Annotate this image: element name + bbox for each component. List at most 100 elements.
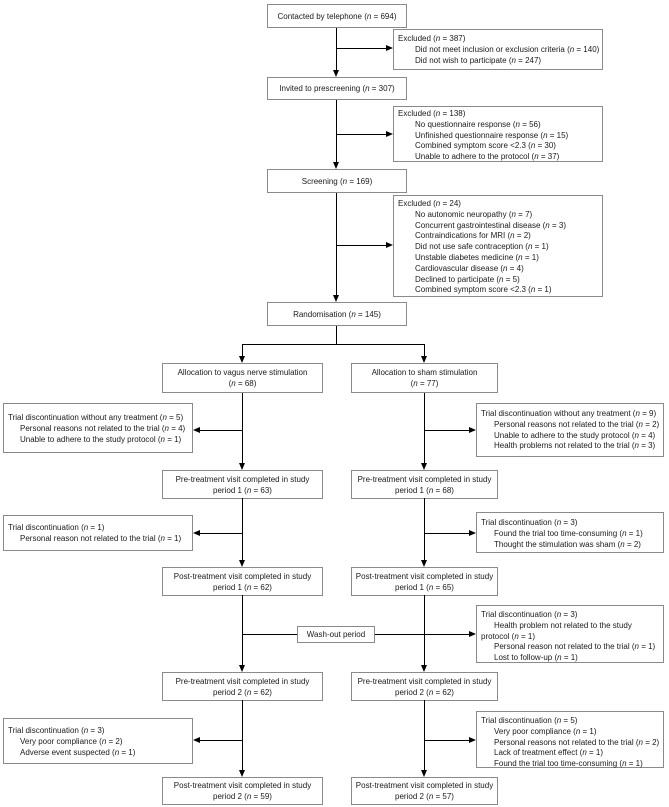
box-discontinuation-sham-3: Trial discontinuation (n = 5)Very poor c… [476,711,664,768]
box-washout: Wash-out period [297,626,375,643]
box-item: Personal reason not related to the trial… [494,642,656,652]
box-item: Found the trial too time-consuming (n = … [494,759,643,769]
arrowhead-down-post2-sham [421,770,427,777]
box-item: Found the trial too time-consuming (n = … [494,528,643,538]
connector-vns-4 [242,700,243,770]
arrowhead-down-pre2-vns [239,665,245,672]
box-item: Very poor compliance (n = 2) [20,736,123,746]
box-item: Personal reasons not related to the tria… [494,419,660,429]
arrowhead-down-allocation-vns [239,356,245,363]
box-excluded-1: Excluded (n = 387)Did not meet inclusion… [393,29,603,70]
connector-washout-left [242,634,297,635]
box-item: Health problem not related to the study … [481,620,632,641]
connector-disc-sham-2 [424,533,469,534]
connector-disc-sham-1 [424,430,469,431]
box-text-line: Randomisation (n = 145) [293,309,381,319]
box-text-line: Post-treatment visit completed in study [355,781,494,790]
box-title: Trial discontinuation (n = 1) [8,523,105,532]
box-item: Unable to adhere to the study protocol (… [494,430,656,440]
box-text-line: Post-treatment visit completed in study [173,781,312,790]
box-text-line: period 2 (n = 62) [395,687,454,697]
box-item: No autonomic neuropathy (n = 7) [415,209,533,219]
connector-sham-4 [424,700,425,770]
arrowhead-left-disc-vns-2 [193,530,200,536]
box-item: No questionnaire response (n = 56) [415,119,541,129]
box-text-line: Pre-treatment visit completed in study [357,676,492,686]
arrowhead-down-invited [333,70,339,77]
box-text-line: period 1 (n = 68) [395,485,454,495]
box-item: Lost to follow-up (n = 1) [494,653,578,663]
connector-sham-3 [424,595,425,665]
connector-disc-sham-3 [424,740,469,741]
box-item: Declined to participate (n = 5) [415,274,520,284]
box-text-line: period 1 (n = 65) [395,582,454,592]
box-item: Did not meet inclusion or exclusion crit… [415,44,600,54]
box-excluded-3: Excluded (n = 24)No autonomic neuropathy… [393,195,603,297]
connector-branch-right-stub [424,344,425,356]
box-item: Health problems not related to the trial… [494,441,656,451]
box-item: Personal reasons not related to the tria… [494,737,660,747]
box-item: Personal reason not related to the trial… [20,533,182,543]
box-item: Unable to adhere to the study protocol (… [20,434,182,444]
connector-branch-left-stub [242,344,243,356]
arrowhead-right-excluded-1 [386,45,393,51]
box-item: Unstable diabetes medicine (n = 1) [415,252,539,262]
box-allocation-sham: Allocation to sham stimulation(n = 77) [351,363,498,393]
box-title: Trial discontinuation (n = 5) [481,716,578,725]
arrowhead-left-disc-vns-1 [193,427,200,433]
box-item: Thought the stimulation was sham (n = 2) [494,539,641,549]
connector-disc-vns-2 [200,533,242,534]
box-text-line: Invited to prescreening (n = 307) [279,84,395,93]
box-item: Unable to adhere to the protocol (n = 37… [415,152,560,162]
box-invited: Invited to prescreening (n = 307) [267,77,407,100]
arrowhead-right-excluded-3 [386,242,393,248]
box-text-line: period 2 (n = 62) [213,687,272,697]
box-title: Trial discontinuation (n = 3) [481,518,578,527]
arrowhead-down-post1-sham [421,560,427,567]
connector-center-3 [336,193,337,295]
box-text-line: Pre-treatment visit completed in study [175,474,310,484]
box-contacted: Contacted by telephone (n = 694) [267,4,407,28]
box-text-line: (n = 68) [228,379,257,388]
arrowhead-right-disc-sham-washout [469,631,476,637]
arrowhead-down-pre1-vns [239,463,245,470]
connector-washout-right [375,634,469,635]
box-discontinuation-sham-1: Trial discontinuation without any treatm… [476,403,664,457]
box-item: Did not use safe contraception (n = 1) [415,242,549,252]
connector-center-2 [336,100,337,162]
box-text-line: period 2 (n = 57) [395,792,454,801]
box-discontinuation-sham-2: Trial discontinuation (n = 3)Found the t… [476,512,664,553]
arrowhead-down-post1-vns [239,560,245,567]
box-title: Trial discontinuation without any treatm… [481,409,657,418]
box-title: Trial discontinuation without any treatm… [8,413,184,422]
box-text-line: (n = 77) [410,379,439,388]
box-posttreatment-2-vns: Post-treatment visit completed in study p… [162,777,323,805]
box-randomisation: Randomisation (n = 145) [267,302,407,326]
connector-vns-1 [242,393,243,463]
box-title: Excluded (n = 24) [398,199,461,208]
box-item: Lack of treatment effect (n = 1) [494,748,604,758]
connector-sham-1 [424,393,425,463]
box-item: Combined symptom score <2.3 (n = 30) [415,141,556,151]
connector-excluded-1 [337,48,386,49]
box-text-line: period 2 (n = 59) [213,792,272,801]
box-text-line: Wash-out period [306,630,366,639]
arrowhead-down-randomisation [333,295,339,302]
box-text-line: Post-treatment visit completed in study [355,571,494,581]
box-posttreatment-2-sham: Post-treatment visit completed in study p… [351,777,498,805]
connector-center-1 [336,28,337,70]
box-item: Concurrent gastrointestinal disease (n =… [415,220,566,230]
box-item: Very poor compliance (n = 1) [494,726,597,736]
box-excluded-2: Excluded (n = 138)No questionnaire respo… [393,106,603,162]
connector-randomisation-branch [242,344,425,345]
box-item: Cardiovascular disease (n = 4) [415,263,524,273]
box-text-line: Contacted by telephone (n = 694) [277,11,397,21]
box-item: Unfinished questionnaire response (n = 1… [415,130,569,140]
